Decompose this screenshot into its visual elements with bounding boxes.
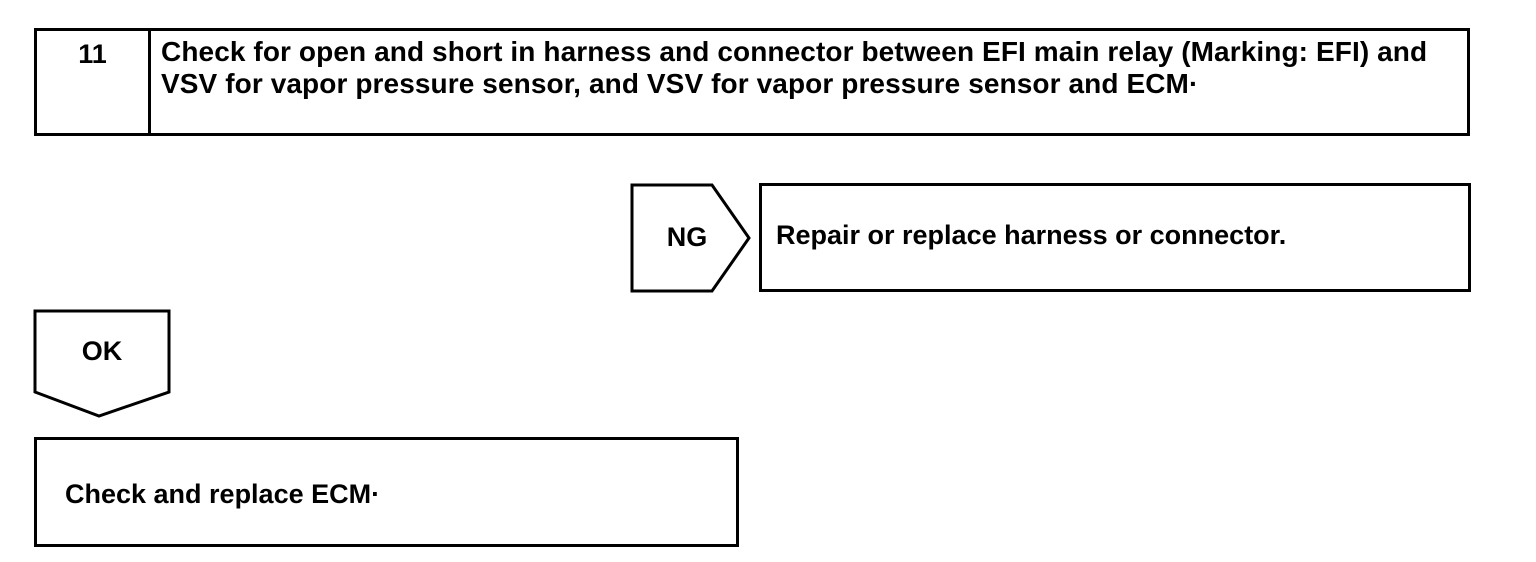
step-box: 11 Check for open and short in harness a… bbox=[34, 28, 1470, 136]
ng-arrow-shape bbox=[630, 183, 751, 293]
ng-label: NG bbox=[666, 222, 708, 252]
ng-action-box: Repair or replace harness or connector. bbox=[759, 183, 1471, 292]
ok-label: OK bbox=[81, 336, 123, 366]
ok-action-box: Check and replace ECM· bbox=[34, 437, 739, 547]
ok-arrow-shape bbox=[33, 309, 171, 418]
step-description: Check for open and short in harness and … bbox=[161, 36, 1428, 99]
step-number: 11 bbox=[37, 31, 151, 133]
